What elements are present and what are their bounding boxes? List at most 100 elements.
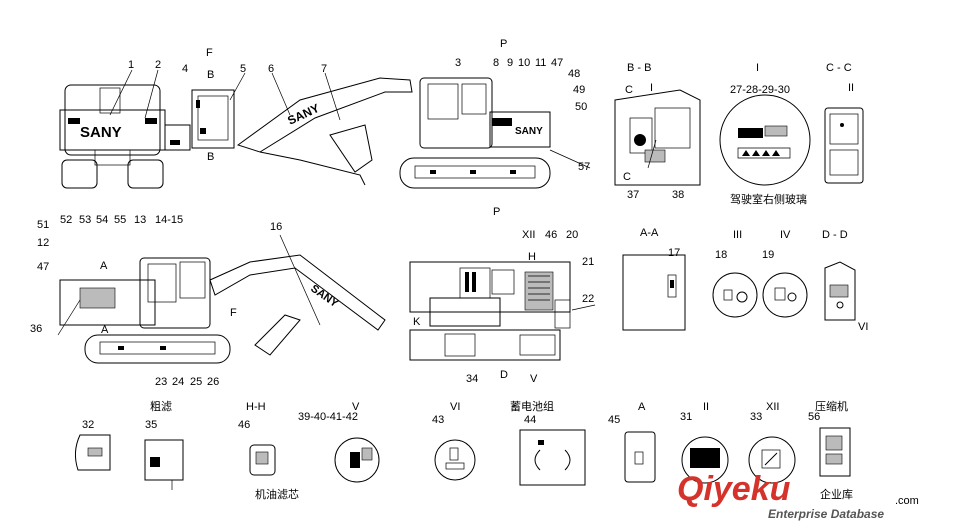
callout: 47: [37, 261, 49, 273]
svg-text:SANY: SANY: [80, 124, 122, 141]
callout: 13: [134, 214, 146, 226]
callout: 24: [172, 376, 184, 388]
compressor-drawing: [819, 427, 851, 477]
callout-labels: 1 2 3 4 5 6 7 8 9 10 11 47 48 49 50 57 2…: [30, 57, 820, 431]
cc-view-drawing: [824, 107, 864, 184]
watermark-sub: Enterprise Database: [768, 507, 884, 521]
callout: 32: [82, 419, 94, 431]
callout: 23: [155, 376, 167, 388]
battery-label: 蓄电池组: [510, 399, 554, 413]
coarse-filter-drawing: [144, 439, 184, 490]
callout: 20: [566, 229, 578, 241]
qiyeku-watermark: Qiyeku 企业库 .com Enterprise Database: [677, 470, 919, 521]
oil-filter-label: 机油滤芯: [255, 487, 299, 501]
section-label: I: [650, 82, 653, 94]
section-label: A: [638, 401, 646, 413]
section-label: VI: [858, 321, 868, 333]
callout: 2: [155, 59, 161, 71]
callout: 7: [321, 63, 327, 75]
section-label: V: [352, 401, 360, 413]
top-excavator-side-view: SANY SANY: [236, 77, 551, 189]
watermark-logo: Qiyeku: [677, 470, 791, 508]
callout: 12: [37, 237, 49, 249]
callout: 21: [582, 256, 594, 268]
callout: 37: [627, 189, 639, 201]
iv-circle-drawing: [762, 272, 808, 318]
p-top-view-drawing: [409, 261, 571, 361]
section-label: B: [207, 151, 214, 163]
section-label: VI: [450, 401, 460, 413]
section-label: B: [207, 69, 214, 81]
callout: 48: [568, 68, 580, 80]
callout: 22: [582, 293, 594, 305]
callout: 18: [715, 249, 727, 261]
section-label: F: [206, 47, 213, 59]
callout: 33: [750, 411, 762, 423]
bb-cab-view-drawing: [614, 89, 701, 186]
callout: 1: [128, 59, 134, 71]
ii-detail-drawing: [681, 436, 729, 484]
watermark-cn: 企业库: [820, 487, 853, 501]
item-32-drawing: [74, 434, 111, 471]
callout: 26: [207, 376, 219, 388]
section-label: V: [530, 373, 538, 385]
callout: 16: [270, 221, 282, 233]
chinese-labels: 驾驶室右侧玻璃 粗滤 蓄电池组 压缩机 机油滤芯: [150, 192, 848, 501]
callout: 55: [114, 214, 126, 226]
section-label: D - D: [822, 229, 848, 241]
callout: 57: [578, 161, 590, 173]
battery-drawing: [519, 429, 586, 486]
leader-lines: [57, 69, 657, 336]
section-label: H-H: [246, 401, 266, 413]
callout: 43: [432, 414, 444, 426]
section-label: C: [623, 171, 631, 183]
callout: 47: [551, 57, 563, 69]
section-label: H: [528, 251, 536, 263]
section-label: C: [625, 84, 633, 96]
rear-view-drawing: SANY: [59, 84, 166, 189]
section-label: P: [493, 206, 500, 218]
callout: 49: [573, 84, 585, 96]
callout: 46: [545, 229, 557, 241]
callout: 36: [30, 323, 42, 335]
aa-view-drawing: [622, 254, 686, 331]
section-label: F: [230, 307, 237, 319]
watermark-domain: .com: [895, 495, 919, 507]
section-label: II: [703, 401, 709, 413]
section-labels: F B B P B - B I I C - C II C C A-A III I…: [100, 38, 868, 413]
section-label: II: [848, 82, 854, 94]
callout: 8: [493, 57, 499, 69]
section-label: A: [101, 324, 109, 336]
callout: 25: [190, 376, 202, 388]
callout: 51: [37, 219, 49, 231]
iii-circle-drawing: [712, 272, 758, 318]
callout: 44: [524, 414, 536, 426]
xii-detail-drawing: [748, 436, 796, 484]
compressor-label: 压缩机: [815, 399, 848, 413]
callout: 3: [455, 57, 461, 69]
callout: 17: [668, 247, 680, 259]
main-excavator-side-view: SANY: [59, 254, 386, 364]
a-detail-drawing: [624, 431, 656, 483]
section-label: XII: [766, 401, 779, 413]
dd-view-drawing: [824, 261, 856, 321]
callout: 56: [808, 411, 820, 423]
callout: 45: [608, 414, 620, 426]
section-label: A: [100, 260, 108, 272]
oil-filter-drawing: [249, 444, 276, 476]
callout: 39-40-41-42: [298, 411, 358, 423]
callout: 9: [507, 57, 513, 69]
callout: 54: [96, 214, 108, 226]
section-label: XII: [522, 229, 535, 241]
section-label: P: [500, 38, 507, 50]
callout: 11: [535, 57, 546, 69]
section-label: K: [413, 316, 421, 328]
coarse-filter-label: 粗滤: [150, 400, 172, 413]
callout: 38: [672, 189, 684, 201]
v-detail-drawing: [334, 437, 380, 483]
svg-text:SANY: SANY: [285, 101, 321, 128]
f-side-view-drawing: [164, 89, 235, 151]
section-label: C - C: [826, 62, 852, 74]
svg-text:SANY: SANY: [515, 126, 543, 137]
